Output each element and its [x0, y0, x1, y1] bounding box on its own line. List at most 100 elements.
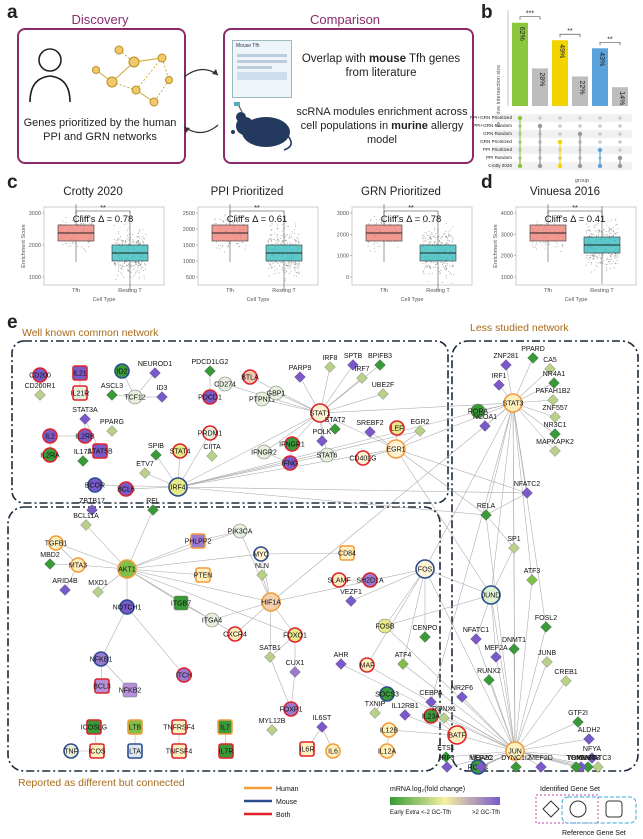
network-edge [263, 412, 321, 453]
gene-label: ATF4 [395, 652, 412, 659]
gene-node: PDCD1 [198, 389, 222, 405]
gene-circle [310, 403, 330, 423]
boxplot-sig: ** [572, 205, 578, 212]
gene-circle [48, 535, 64, 551]
boxplot-xlabel: Cell Type [401, 297, 424, 303]
gene-label: FOXP1 [280, 707, 303, 714]
gene-diamond [483, 674, 495, 686]
gene-square [195, 567, 211, 583]
gene-node: NR2F6 [451, 685, 473, 703]
gene-label: NFATC2 [514, 481, 540, 488]
gene-diamond [399, 709, 411, 721]
gene-diamond [92, 586, 104, 598]
gene-diamond [369, 707, 381, 719]
network-edge [366, 568, 426, 666]
network-edge [485, 514, 515, 549]
gene-node: CA5 [543, 357, 557, 375]
gene-diamond [414, 425, 426, 437]
discovery-text: Genes prioritized by the human PPI and G… [23, 117, 177, 143]
gene-diamond [316, 721, 328, 733]
network-edge [100, 606, 128, 660]
gene-diamond [79, 413, 91, 425]
boxplot-title: Crotty 2020 [63, 186, 123, 198]
gene-label: SP1 [507, 536, 520, 543]
gene-label: PAFAH1B2 [536, 388, 571, 395]
boxplot-cat-tfh: Tfh [544, 288, 552, 294]
network-edge [126, 530, 241, 570]
gene-circle [217, 376, 233, 392]
boxplot-ylabel: Enrichment Score [21, 224, 27, 268]
gene-node: SOCS3 [375, 686, 399, 702]
gene-label: STAT3A [72, 407, 98, 414]
gene-label: PARP9 [289, 365, 312, 372]
gene-circle [282, 455, 298, 471]
gene-node: RORA [468, 403, 488, 419]
network-edge [430, 402, 514, 703]
gene-diamond [521, 487, 533, 499]
upset-sig-bracket [599, 41, 621, 46]
gene-node: BCL3 [93, 678, 111, 694]
upset-bar-label: 49% [558, 44, 565, 58]
network-edge [514, 626, 547, 752]
boxplot-tick: 2000 [183, 227, 195, 233]
network-edge [350, 568, 426, 602]
gene-label: BCOR [85, 483, 105, 490]
panel-label-d: d [481, 172, 493, 193]
gene-diamond [294, 371, 306, 383]
gene-label: SLAMF [327, 578, 350, 585]
network-edge [270, 568, 426, 603]
gene-square [94, 678, 110, 694]
gene-label: ITGB7 [171, 601, 191, 608]
gene-diamond [549, 411, 561, 423]
gene-diamond [34, 389, 46, 401]
network-edge [85, 524, 128, 570]
literature-document: Mouse Tfh [232, 40, 292, 98]
network-edge [485, 402, 514, 516]
network-edge [395, 448, 528, 494]
gene-circle [63, 743, 79, 759]
gene-circle [381, 722, 397, 738]
gene-label: TCF12 [124, 395, 146, 402]
gene-square [173, 595, 189, 611]
gene-node: JUND [481, 585, 501, 605]
gene-node: NR3C1 [544, 422, 567, 440]
network-edge [490, 402, 514, 596]
network-edge [395, 402, 514, 450]
gene-label: BATF [448, 733, 465, 740]
gene-label: NFKB2 [119, 688, 142, 695]
legend-diamond-shape [542, 800, 560, 818]
gene-circle [319, 447, 335, 463]
gene-label: SREBF2 [356, 420, 383, 427]
boxplot-tick: 2000 [501, 254, 513, 260]
gene-label: IL6 [328, 749, 338, 756]
gene-label: ICOSLG [81, 725, 107, 732]
region-diff-outline [7, 506, 441, 772]
gene-node: VEZF1 [340, 589, 362, 607]
network-edge [126, 540, 199, 570]
gene-square [217, 719, 233, 735]
gene-square [190, 533, 206, 549]
gene-node: FOSL2 [535, 615, 557, 633]
upset-sig-label: ** [567, 28, 573, 35]
gene-circle [377, 618, 393, 634]
gene-square [122, 682, 138, 698]
gene-node: IL23A [422, 708, 440, 724]
gene-node: CREB1 [554, 669, 578, 687]
gene-diamond [475, 761, 487, 773]
legend-mouse: Mouse [276, 799, 297, 806]
network-edge [126, 568, 272, 603]
gene-diamond [324, 361, 336, 373]
gene-node: IL21R [71, 385, 89, 401]
gene-circle [470, 403, 486, 419]
network-edge [424, 568, 492, 596]
network-edge [446, 750, 516, 768]
gene-label: AHR [334, 652, 349, 659]
gene-label: RUNX1 [432, 706, 456, 713]
upset-sig-label: ** [607, 36, 613, 43]
gene-label: NCOA1 [473, 414, 497, 421]
gene-node: BCOR [85, 477, 105, 493]
gene-node: NFATC2 [514, 481, 540, 499]
